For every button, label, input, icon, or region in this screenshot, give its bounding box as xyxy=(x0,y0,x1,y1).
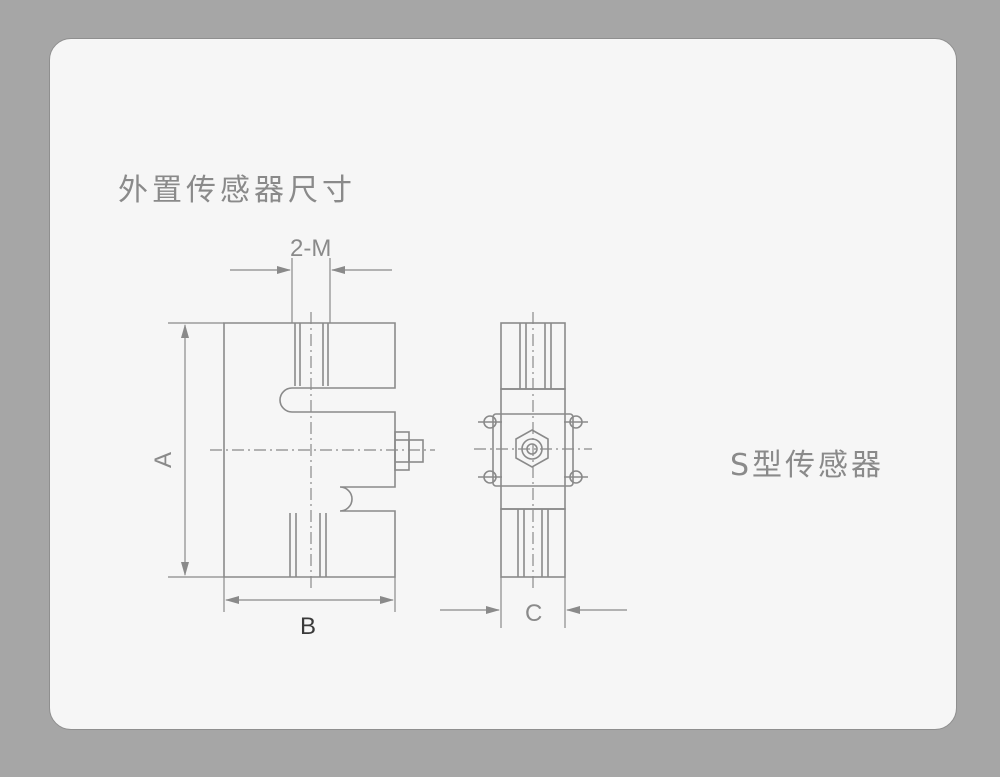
front-centerlines xyxy=(210,312,435,590)
dimension-c xyxy=(440,577,627,628)
dimension-2m-label: 2-M xyxy=(290,235,331,262)
diagram-card xyxy=(49,38,957,730)
side-mount-plate xyxy=(492,413,574,487)
dimension-2m xyxy=(230,258,392,323)
dimension-b-label: B xyxy=(300,613,316,640)
side-centerlines xyxy=(474,312,592,590)
dimension-a xyxy=(168,322,224,578)
front-view xyxy=(223,322,424,578)
dimension-c-label: C xyxy=(525,600,542,627)
dimension-b xyxy=(223,577,396,612)
sensor-type-label: S型传感器 xyxy=(730,448,885,483)
hex-nut xyxy=(515,429,549,468)
dimension-a-label: A xyxy=(150,452,177,468)
cable-gland-nut xyxy=(394,431,410,471)
cable-gland-tip xyxy=(408,439,424,463)
page-title: 外置传感器尺寸 xyxy=(118,173,356,208)
s-body-outline xyxy=(223,322,396,578)
